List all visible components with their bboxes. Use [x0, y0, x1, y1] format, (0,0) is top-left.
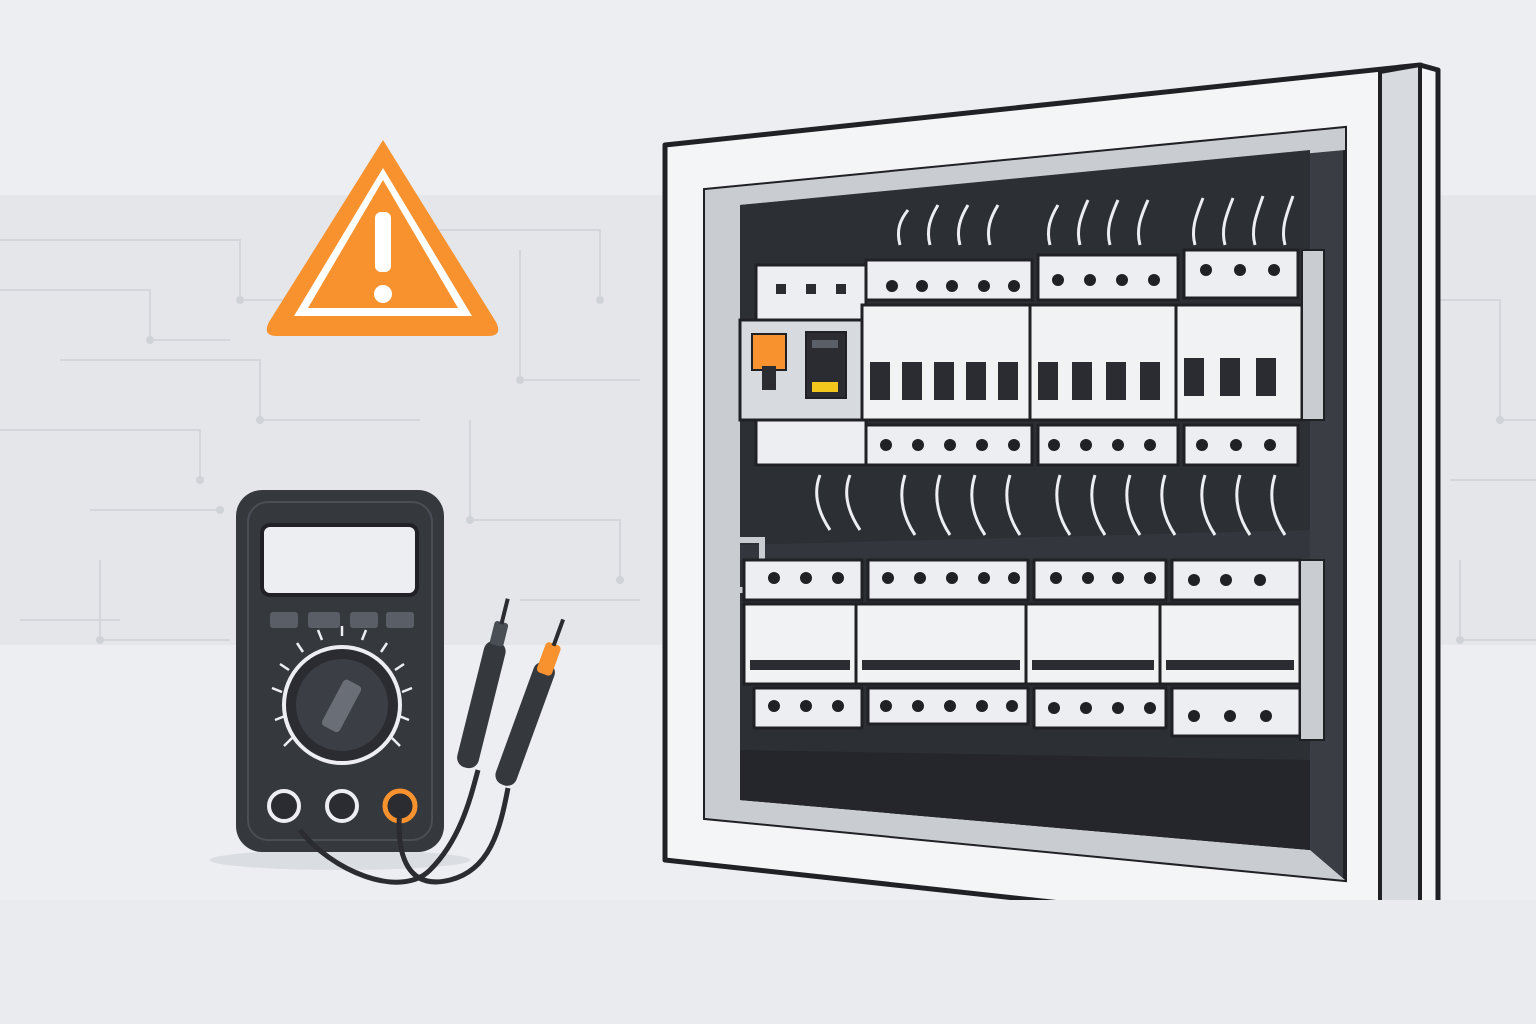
- rcd-indicator-yellow: [812, 382, 838, 392]
- jack-v[interactable]: [325, 789, 359, 823]
- multimeter-screen: [260, 523, 419, 597]
- test-probes-icon: [298, 598, 566, 885]
- circuit-nodes: [96, 296, 1504, 644]
- rcd-indicator-orange: [751, 333, 787, 371]
- warning-triangle-icon: !: [266, 140, 499, 336]
- probe-black: [457, 598, 510, 769]
- multimeter-buttons[interactable]: [270, 612, 414, 628]
- dial-pointer: [321, 679, 362, 733]
- breaker-row-bottom: [722, 537, 1325, 741]
- floor: [0, 900, 1536, 1024]
- test-lead-orange: [396, 787, 511, 885]
- test-lead-black: [298, 769, 481, 885]
- main-switch[interactable]: [738, 263, 868, 467]
- breaker-toggles-top[interactable]: [870, 358, 1276, 400]
- top-wires: [896, 195, 1295, 246]
- breaker-row-top: [860, 248, 1325, 467]
- jack-com[interactable]: [267, 789, 301, 823]
- middle-wires: [815, 474, 1287, 536]
- multimeter-icon: [210, 490, 470, 870]
- breaker-toggles-bottom[interactable]: [750, 660, 1294, 670]
- probe-orange: [495, 618, 566, 786]
- breaker-panel-icon: [662, 62, 1441, 945]
